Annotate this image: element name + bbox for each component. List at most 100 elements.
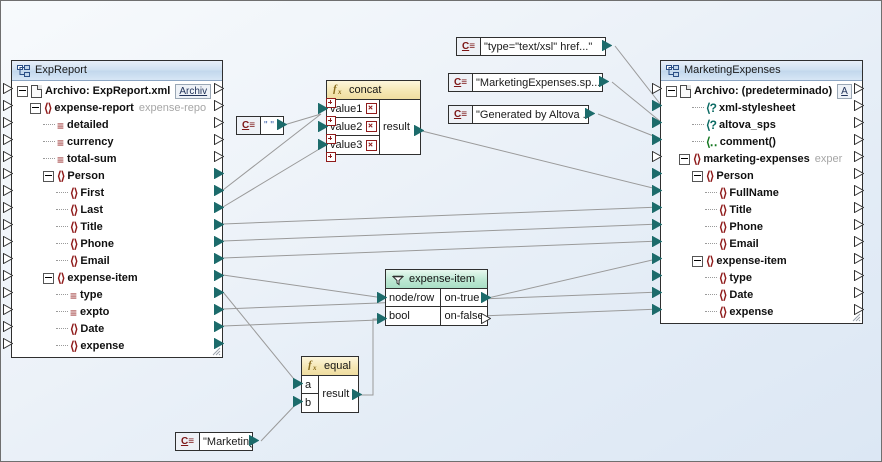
source-input-connector[interactable] bbox=[3, 321, 13, 332]
target-input-connector[interactable] bbox=[652, 304, 662, 315]
target-output-connector[interactable] bbox=[854, 151, 864, 162]
filter-input-connector-node-row[interactable] bbox=[377, 292, 387, 303]
tree-row[interactable]: ⟨⟩expense-item bbox=[12, 270, 222, 287]
constant-value[interactable]: " " bbox=[264, 120, 274, 131]
tree-row[interactable]: ⟨⟩expense bbox=[12, 338, 222, 355]
source-input-connector[interactable] bbox=[3, 202, 13, 213]
source-output-connector[interactable] bbox=[214, 236, 224, 247]
constant-output-connector-marketing[interactable] bbox=[249, 435, 259, 446]
collapse-icon[interactable] bbox=[30, 103, 41, 114]
collapse-icon[interactable] bbox=[43, 273, 54, 284]
tree-row[interactable]: ⟨?altova_sps bbox=[661, 117, 862, 134]
source-output-connector[interactable] bbox=[214, 338, 224, 349]
source-output-connector[interactable] bbox=[214, 117, 224, 128]
target-input-connector[interactable] bbox=[652, 151, 662, 162]
concat-output-result[interactable]: result bbox=[380, 100, 420, 154]
collapse-icon[interactable] bbox=[692, 256, 703, 267]
target-input-connector[interactable] bbox=[652, 100, 662, 111]
constant-output-connector-stylesheet[interactable] bbox=[602, 40, 612, 51]
tree-row[interactable]: ⟨‥comment() bbox=[661, 134, 862, 151]
source-output-connector[interactable] bbox=[214, 83, 224, 94]
remove-icon[interactable] bbox=[366, 103, 378, 114]
source-output-connector[interactable] bbox=[214, 134, 224, 145]
tree-row[interactable]: ⟨⟩Phone bbox=[661, 219, 862, 236]
source-input-connector[interactable] bbox=[3, 100, 13, 111]
source-input-connector[interactable] bbox=[3, 168, 13, 179]
source-file-row[interactable]: Archivo: ExpReport.xml Archiv bbox=[12, 83, 222, 100]
remove-icon[interactable] bbox=[366, 121, 378, 132]
tree-row[interactable]: ⟨?xml-stylesheet bbox=[661, 100, 862, 117]
target-output-connector[interactable] bbox=[854, 270, 864, 281]
source-input-connector[interactable] bbox=[3, 185, 13, 196]
target-output-connector[interactable] bbox=[854, 236, 864, 247]
concat-input-value2[interactable]: value2 bbox=[327, 118, 379, 136]
add-param-icon[interactable] bbox=[326, 152, 336, 162]
tree-row[interactable]: ≡total-sum bbox=[12, 151, 222, 168]
target-output-connector[interactable] bbox=[854, 134, 864, 145]
target-input-connector[interactable] bbox=[652, 202, 662, 213]
constant-value[interactable]: "Generated by Altova ..." bbox=[476, 108, 588, 121]
source-input-connector[interactable] bbox=[3, 83, 13, 94]
filter-output-connector-on-true[interactable] bbox=[481, 292, 491, 303]
function-box-filter[interactable]: expense-item node/row bool on-true on-fa… bbox=[385, 269, 488, 326]
tree-row[interactable]: ⟨⟩Person bbox=[12, 168, 222, 185]
source-output-connector[interactable] bbox=[214, 287, 224, 298]
target-component-title-bar[interactable]: MarketingExpenses bbox=[661, 61, 862, 81]
source-output-connector[interactable] bbox=[214, 321, 224, 332]
add-param-icon[interactable] bbox=[326, 98, 336, 108]
filter-output-connector-on-false[interactable] bbox=[481, 313, 491, 324]
source-output-connector[interactable] bbox=[214, 202, 224, 213]
tree-row[interactable]: ≡detailed bbox=[12, 117, 222, 134]
source-output-connector[interactable] bbox=[214, 253, 224, 264]
constant-box-stylesheet[interactable]: C≡ "type="text/xsl" href..." bbox=[456, 37, 606, 56]
tree-row[interactable]: ≡currency bbox=[12, 134, 222, 151]
target-output-connector[interactable] bbox=[854, 202, 864, 213]
resize-grip[interactable] bbox=[852, 313, 861, 322]
source-output-connector[interactable] bbox=[214, 151, 224, 162]
add-param-icon[interactable] bbox=[326, 134, 336, 144]
source-output-connector[interactable] bbox=[214, 304, 224, 315]
source-output-connector[interactable] bbox=[214, 168, 224, 179]
constant-box-comment[interactable]: C≡ "Generated by Altova ..." bbox=[448, 105, 589, 124]
tree-row[interactable]: ⟨⟩Date bbox=[661, 287, 862, 304]
source-input-connector[interactable] bbox=[3, 270, 13, 281]
target-input-connector[interactable] bbox=[652, 287, 662, 298]
filter-input-bool[interactable]: bool bbox=[389, 310, 410, 322]
source-input-connector[interactable] bbox=[3, 287, 13, 298]
concat-header[interactable]: f x concat bbox=[327, 81, 420, 100]
equal-input-connector-a[interactable] bbox=[293, 378, 303, 389]
target-input-connector[interactable] bbox=[652, 236, 662, 247]
target-output-connector[interactable] bbox=[854, 185, 864, 196]
constant-value[interactable]: "Marketing" bbox=[203, 435, 252, 448]
tree-row[interactable]: ⟨⟩Email bbox=[661, 236, 862, 253]
constant-output-connector-comment[interactable] bbox=[585, 108, 595, 119]
source-output-connector[interactable] bbox=[214, 100, 224, 111]
source-input-connector[interactable] bbox=[3, 304, 13, 315]
tree-row[interactable]: ⟨⟩type bbox=[661, 270, 862, 287]
target-file-button[interactable]: A bbox=[837, 84, 852, 99]
source-input-connector[interactable] bbox=[3, 117, 13, 128]
equal-input-a[interactable]: a bbox=[302, 376, 319, 394]
source-component-title-bar[interactable]: ExpReport bbox=[12, 61, 222, 81]
source-input-connector[interactable] bbox=[3, 219, 13, 230]
target-output-connector[interactable] bbox=[854, 253, 864, 264]
filter-input-connector-bool[interactable] bbox=[377, 313, 387, 324]
source-file-button[interactable]: Archiv bbox=[175, 84, 212, 99]
source-input-connector[interactable] bbox=[3, 236, 13, 247]
source-output-connector[interactable] bbox=[214, 185, 224, 196]
collapse-icon[interactable] bbox=[666, 86, 677, 97]
target-output-connector[interactable] bbox=[854, 287, 864, 298]
source-input-connector[interactable] bbox=[3, 253, 13, 264]
resize-grip[interactable] bbox=[212, 347, 221, 356]
target-output-connector[interactable] bbox=[854, 83, 864, 94]
constant-value[interactable]: "type="text/xsl" href..." bbox=[484, 40, 593, 53]
target-input-connector[interactable] bbox=[652, 134, 662, 145]
tree-row[interactable]: ⟨⟩Title bbox=[661, 202, 862, 219]
concat-output-connector-result[interactable] bbox=[414, 125, 424, 136]
target-schema-component[interactable]: MarketingExpenses Archivo: (predetermina… bbox=[660, 60, 863, 324]
target-input-connector[interactable] bbox=[652, 219, 662, 230]
equal-header[interactable]: f x equal bbox=[302, 357, 358, 376]
collapse-icon[interactable] bbox=[17, 86, 28, 97]
source-input-connector[interactable] bbox=[3, 134, 13, 145]
